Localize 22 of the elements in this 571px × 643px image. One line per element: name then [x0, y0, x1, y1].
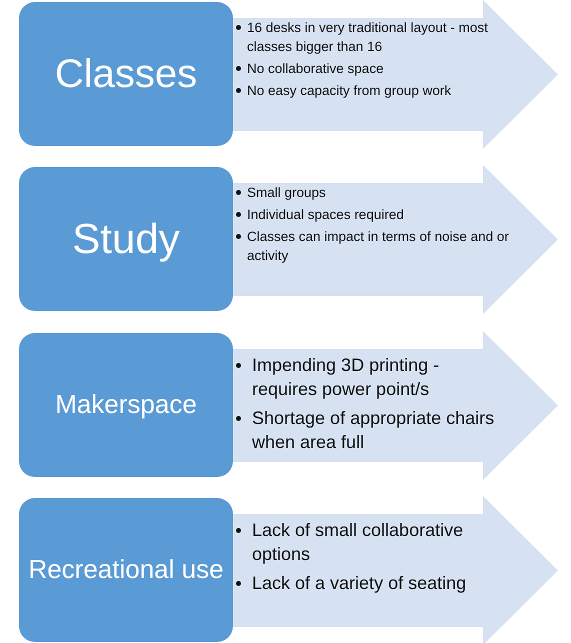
- category-box: [19, 2, 233, 146]
- bullet-text: Small groups: [247, 185, 326, 200]
- category-title: Recreational use: [28, 553, 224, 586]
- chevron-arrow-shape: [233, 496, 559, 643]
- chevron-arrow-shape: [233, 165, 559, 314]
- category-box: [19, 167, 233, 311]
- bullet-text: Lack of small collaborative options: [252, 520, 464, 564]
- bullet-text: Impending 3D printing - requires power point/s: [252, 355, 440, 399]
- bullet-text: Shortage of appropriate chairs when area full: [252, 408, 494, 452]
- category-title: Study: [72, 214, 180, 264]
- bullet-text: Classes can impact in terms of noise and or activity: [247, 229, 509, 263]
- chevron-arrow-shape: [233, 331, 559, 480]
- chevron-arrow-shape: [233, 0, 559, 149]
- category-box: [19, 333, 233, 477]
- bullet-text: No easy capacity from group work: [247, 83, 452, 98]
- category-title: Classes: [54, 51, 198, 98]
- bullet-text: Lack of a variety of seating: [252, 573, 466, 593]
- bullet-text: Individual spaces required: [247, 207, 404, 222]
- category-title: Makerspace: [55, 388, 197, 422]
- bullet-text: No collaborative space: [247, 61, 384, 76]
- category-box: [19, 498, 233, 642]
- bullet-text: 16 desks in very traditional layout - most classes bigger than 16: [247, 20, 488, 54]
